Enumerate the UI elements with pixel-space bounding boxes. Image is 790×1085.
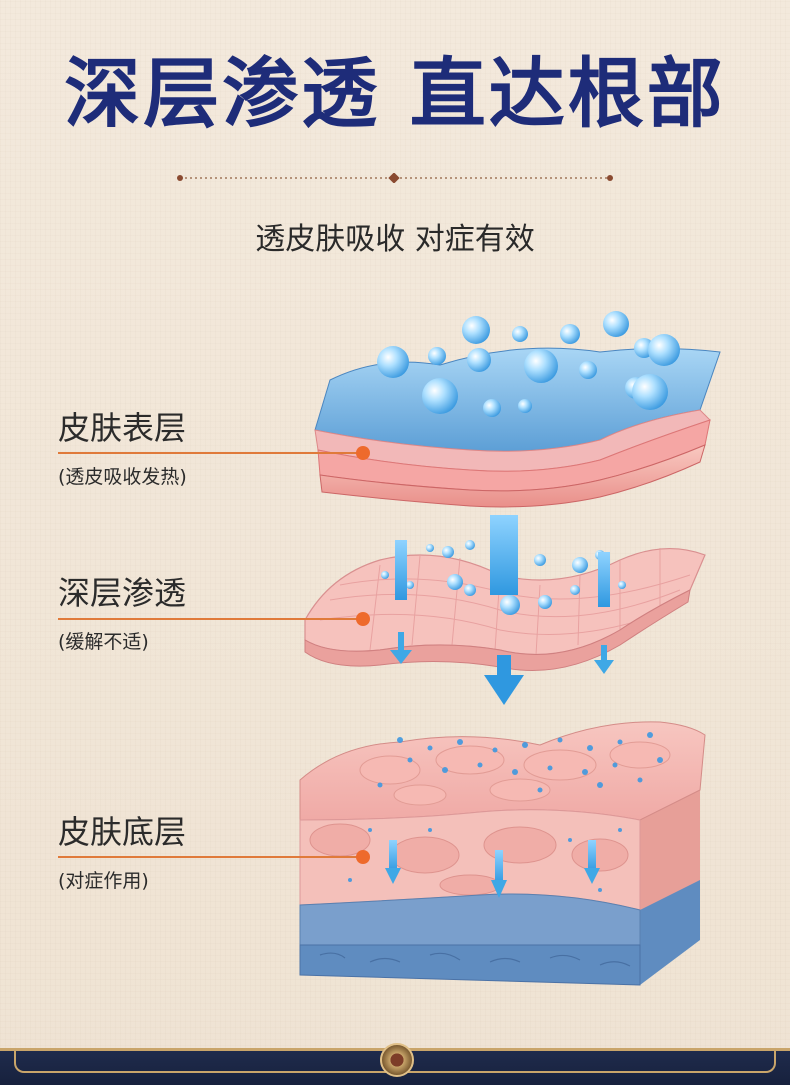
down-arrow-icon	[484, 515, 524, 705]
skin-layers-illustration	[299, 311, 721, 986]
leader-line	[58, 452, 363, 454]
marker-dot	[356, 612, 370, 626]
surface-layer-graphic	[314, 311, 721, 508]
leader-line	[58, 618, 363, 620]
page-subtitle: 透皮肤吸收 对症有效	[255, 222, 535, 257]
penetration-layer-graphic	[304, 515, 706, 705]
down-arrow-icon	[390, 540, 412, 664]
layer-description: (对症作用)	[58, 870, 149, 892]
layer-description: (透皮吸收发热)	[58, 466, 187, 488]
ornament-badge-icon	[380, 1043, 414, 1077]
leader-line	[58, 856, 363, 858]
down-arrow-icon	[594, 552, 614, 674]
page-title: 深层渗透 直达根部	[64, 49, 726, 138]
layer-label-penetration: 深层渗透 (缓解不适)	[58, 577, 186, 654]
layer-name: 深层渗透	[58, 574, 187, 612]
layer-label-base: 皮肤底层 (对症作用)	[58, 816, 186, 893]
layer-name: 皮肤表层	[58, 409, 187, 447]
layer-name: 皮肤底层	[58, 813, 187, 851]
layer-description: (缓解不适)	[58, 631, 149, 653]
marker-dot	[356, 446, 370, 460]
base-layer-graphic	[299, 721, 706, 986]
marker-dot	[356, 850, 370, 864]
layer-label-surface: 皮肤表层 (透皮吸收发热)	[58, 412, 187, 489]
title-divider	[177, 173, 613, 183]
